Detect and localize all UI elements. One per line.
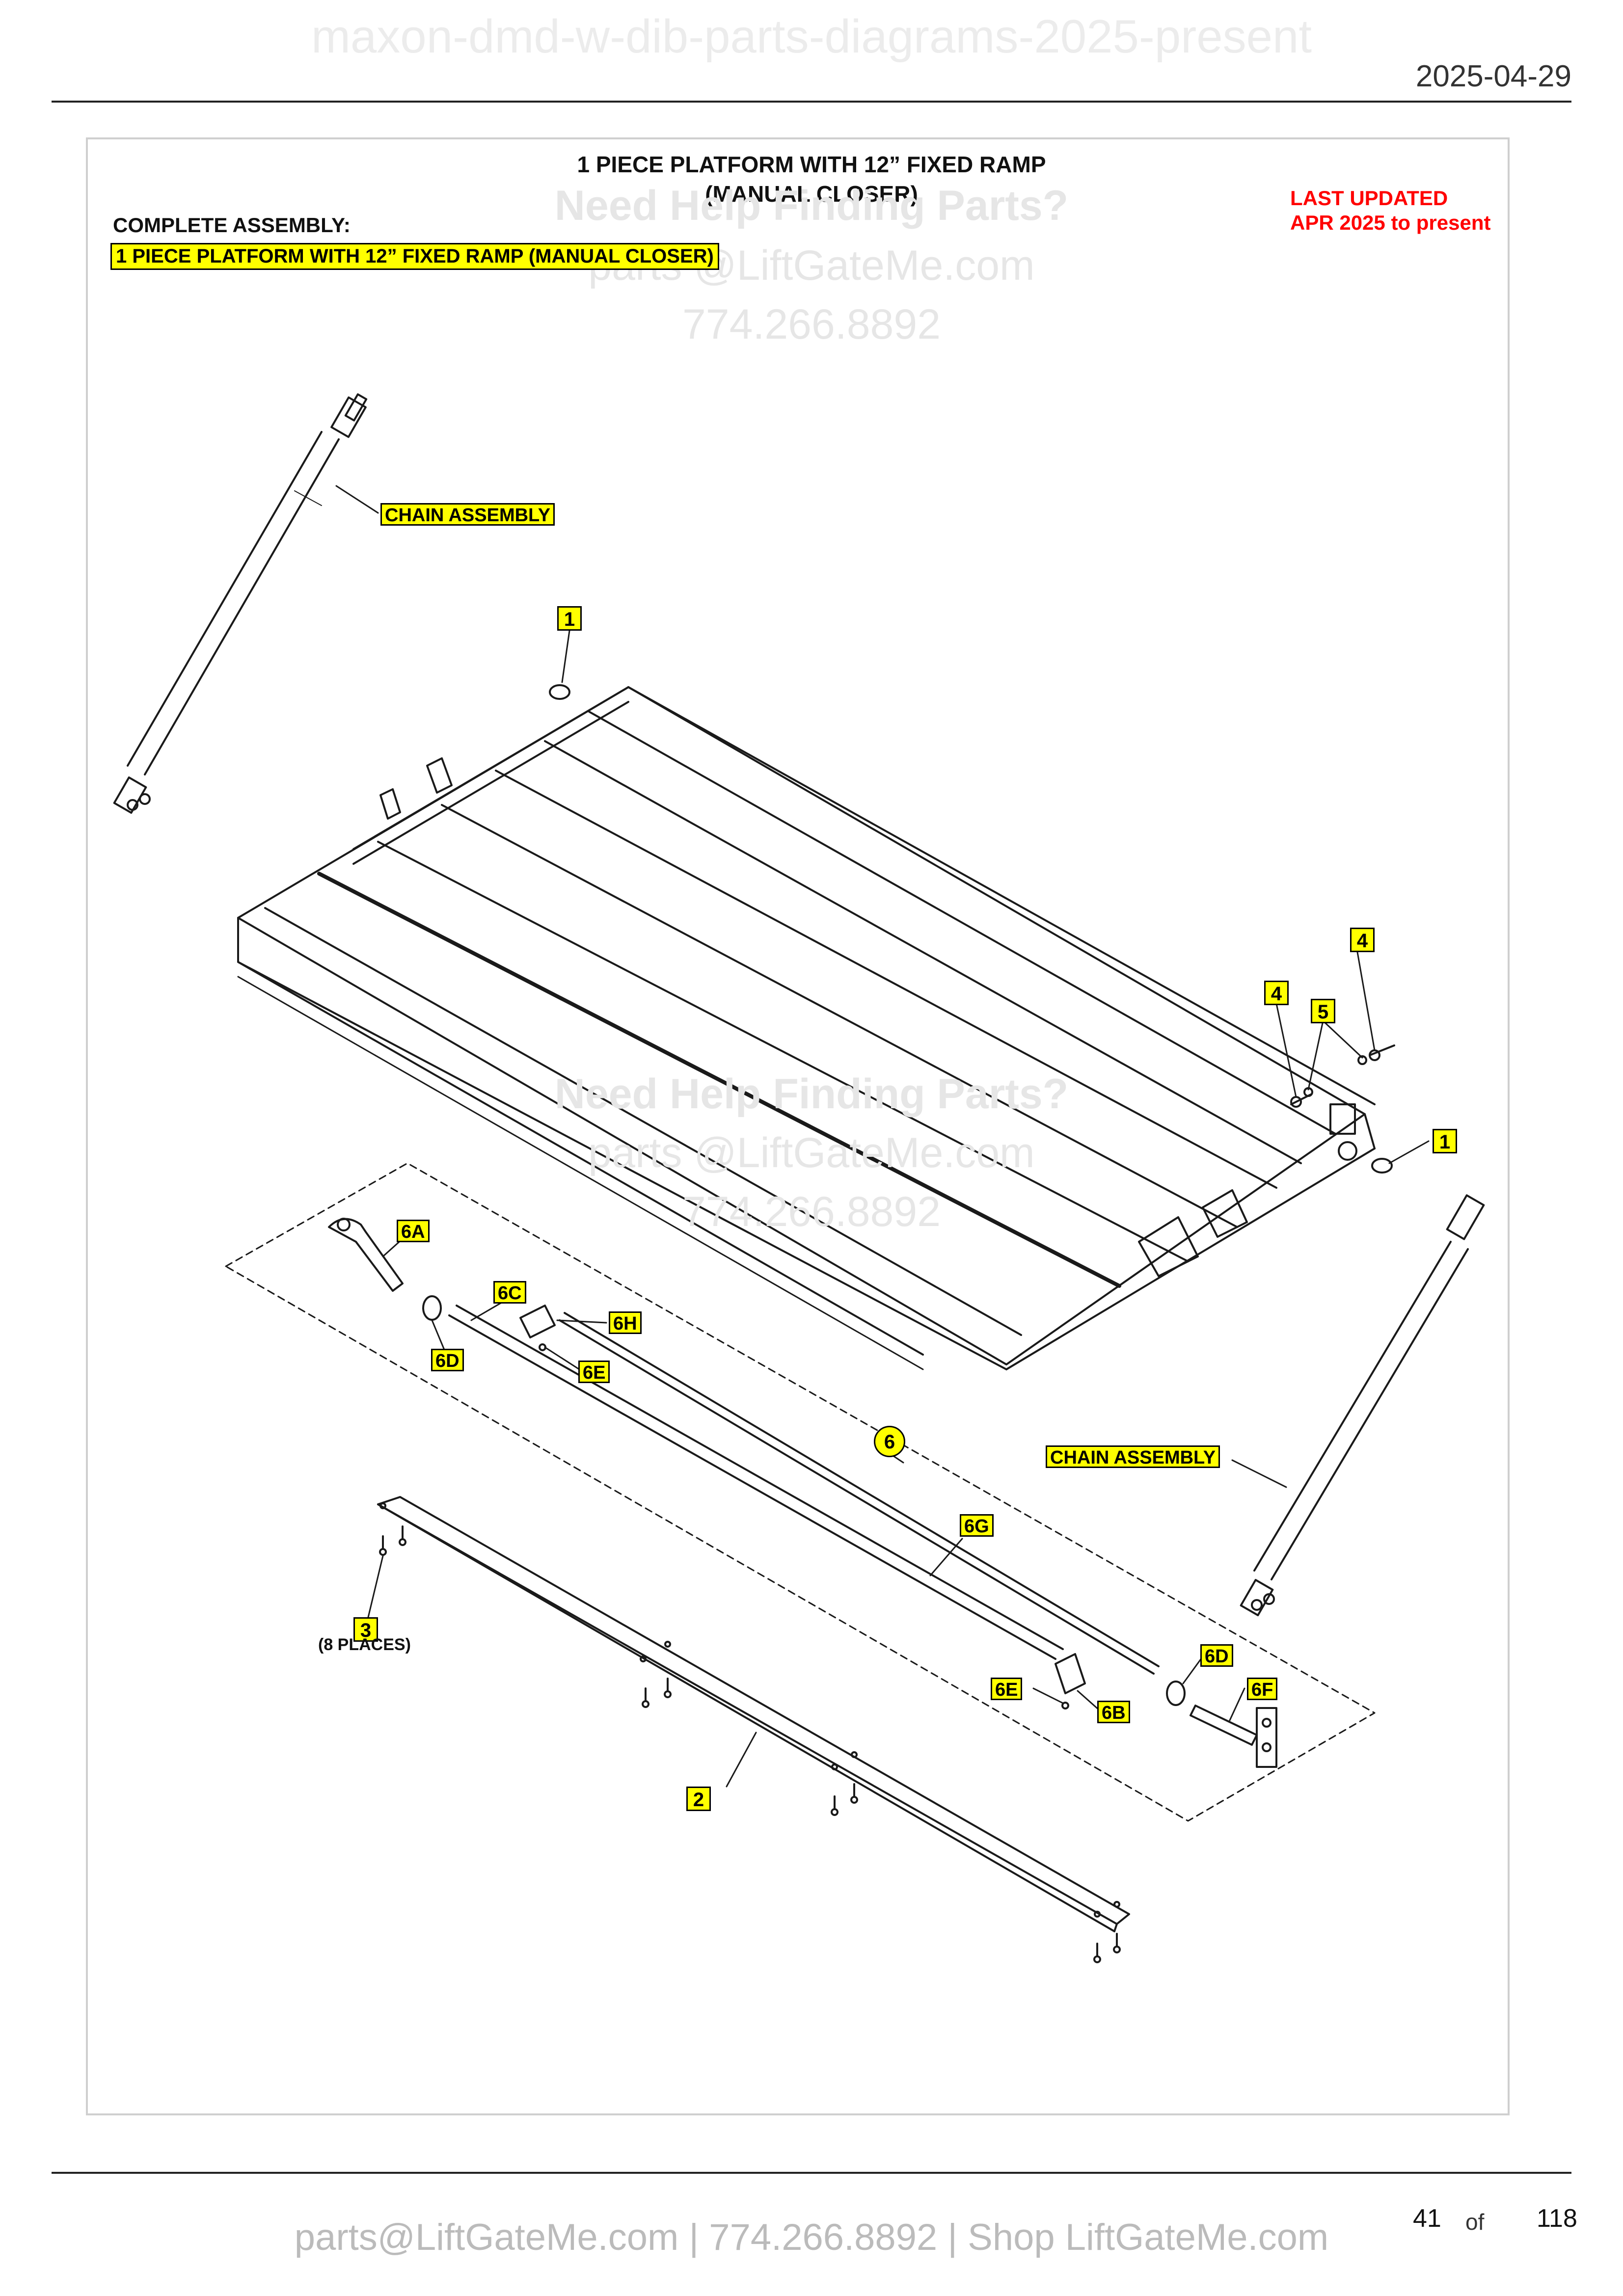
callout-item-6a[interactable]: 6A: [397, 1220, 430, 1242]
callout-chain-assembly-left[interactable]: CHAIN ASSEMBLY: [380, 503, 555, 526]
watermark-email-mid: parts @LiftGateMe.com: [588, 1129, 1035, 1176]
leader-chain-right: [1231, 1459, 1287, 1488]
diagram-title: 1 PIECE PLATFORM WITH 12” FIXED RAMP: [577, 152, 1046, 177]
document-date: 2025-04-29: [1415, 59, 1571, 93]
torsion-bar-kit: [328, 1218, 1277, 1768]
watermark-heading-mid: Need Help Finding Parts?: [554, 1070, 1069, 1118]
header-watermark: maxon-dmd-w-dib-parts-diagrams-2025-pres…: [311, 10, 1312, 63]
cover-plate: [377, 1496, 1130, 1932]
chain-assembly-right: [1240, 1194, 1485, 1616]
watermark-heading: Need Help Finding Parts?: [554, 182, 1069, 229]
page-total: 118: [1537, 2204, 1577, 2233]
callout-item-6g[interactable]: 6G: [960, 1514, 994, 1537]
chain-assembly-left: [113, 393, 368, 814]
diagram-frame: [86, 137, 1510, 2115]
last-updated-label: LAST UPDATED: [1290, 187, 1448, 210]
last-updated-range: APR 2025 to present: [1290, 211, 1491, 234]
callout-item-6c[interactable]: 6C: [493, 1281, 526, 1304]
item-3-quantity-note: (8 PLACES): [318, 1635, 411, 1654]
watermark-phone-mid: 774.266.8892: [682, 1188, 941, 1235]
torsion-group-boundary: [225, 1162, 1376, 1822]
callout-chain-assembly-right[interactable]: CHAIN ASSEMBLY: [1046, 1445, 1220, 1468]
callout-item-1-top[interactable]: 1: [557, 606, 582, 631]
callout-item-1-right[interactable]: 1: [1433, 1129, 1457, 1153]
leader-chain-left: [335, 485, 379, 514]
watermark-phone: 774.266.8892: [682, 301, 941, 348]
screws: [379, 1525, 1121, 1963]
callout-item-6[interactable]: 6: [874, 1426, 905, 1457]
page-current: 41: [1413, 2204, 1441, 2233]
callout-item-4-lower[interactable]: 4: [1264, 981, 1289, 1005]
complete-assembly-link[interactable]: 1 PIECE PLATFORM WITH 12” FIXED RAMP (MA…: [110, 243, 719, 270]
callout-item-4-upper[interactable]: 4: [1350, 928, 1375, 952]
callout-item-6b[interactable]: 6B: [1097, 1701, 1130, 1723]
callout-item-6e-left[interactable]: 6E: [578, 1361, 610, 1383]
footer-rule: [52, 2172, 1571, 2174]
callout-item-2[interactable]: 2: [686, 1787, 711, 1811]
page-of-label: of: [1465, 2209, 1485, 2235]
header-rule: [52, 101, 1571, 103]
callout-item-6h[interactable]: 6H: [609, 1311, 642, 1334]
platform: [237, 684, 1395, 1370]
diagram-subtitle: (MANUAL CLOSER): [705, 181, 918, 207]
callout-item-3[interactable]: 3: [353, 1617, 378, 1642]
callout-item-6d-right[interactable]: 6D: [1200, 1644, 1233, 1667]
callout-item-6d-left[interactable]: 6D: [431, 1349, 464, 1371]
complete-assembly-label: COMPLETE ASSEMBLY:: [113, 214, 351, 237]
callout-item-5[interactable]: 5: [1311, 999, 1335, 1023]
callout-item-6f[interactable]: 6F: [1247, 1678, 1278, 1700]
callout-item-6e-right[interactable]: 6E: [991, 1678, 1023, 1700]
footer-contact: parts@LiftGateMe.com | 774.266.8892 | Sh…: [294, 2216, 1329, 2258]
